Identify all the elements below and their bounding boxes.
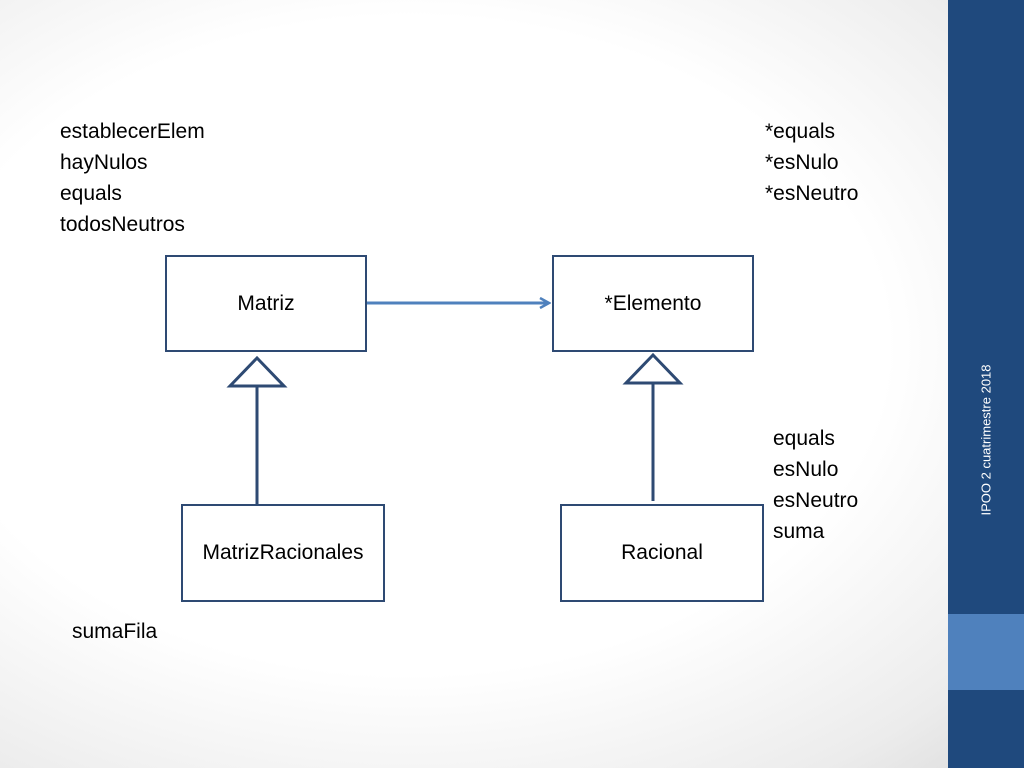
method-item: hayNulos [60, 151, 148, 174]
inheritance-triangle-matriz [226, 355, 288, 388]
method-item: *esNulo [765, 151, 839, 174]
methods-list-elemento: *equals *esNulo *esNeutro [765, 116, 858, 209]
method-item: todosNeutros [60, 213, 185, 236]
method-item: *esNeutro [765, 182, 859, 205]
class-name-elemento: *Elemento [604, 291, 702, 315]
sidebar-accent-block [948, 614, 1024, 690]
method-item: suma [773, 520, 825, 543]
method-item: *equals [765, 120, 836, 143]
class-name-racional: Racional [621, 541, 703, 564]
methods-list-matriz: establecerElem hayNulos equals todosNeut… [60, 116, 205, 240]
method-item: establecerElem [60, 120, 205, 143]
method-item: sumaFila [72, 620, 158, 643]
class-box-elemento: *Elemento [552, 255, 754, 352]
class-box-matriz: Matriz [165, 255, 367, 352]
class-name-matriz: Matriz [237, 291, 295, 315]
methods-list-matriz-racionales: sumaFila [72, 616, 157, 647]
class-name-matriz-racionales: MatrizRacionales [202, 541, 364, 564]
class-box-matriz-racionales: MatrizRacionales [181, 504, 385, 602]
inheritance-triangle-elemento [622, 352, 684, 385]
method-item: equals [773, 427, 835, 450]
methods-list-racional: equals esNulo esNeutro suma [773, 423, 858, 547]
method-item: esNulo [773, 458, 839, 481]
class-box-racional: Racional [560, 504, 764, 602]
method-item: equals [60, 182, 122, 205]
method-item: esNeutro [773, 489, 859, 512]
